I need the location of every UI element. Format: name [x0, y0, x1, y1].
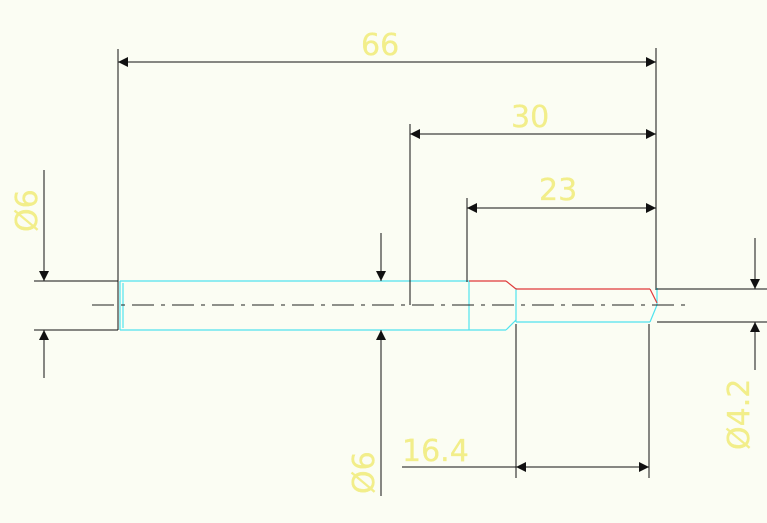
- dim-text-dia-mid: Ø6: [347, 451, 382, 494]
- highlight-edges: [469, 280, 658, 304]
- dim-text-16-4: 16.4: [402, 434, 469, 469]
- dimension-texts: 66 30 23 16.4 Ø6 Ø6 Ø4.2: [10, 28, 757, 494]
- dim-text-66: 66: [361, 28, 399, 63]
- neck-bottom-taper: [505, 319, 517, 331]
- extension-lines: [34, 48, 767, 478]
- dimension-lines: [39, 57, 760, 496]
- dim-text-dia-left: Ø6: [10, 189, 45, 232]
- dim-text-23: 23: [539, 173, 577, 208]
- neck-top-taper: [505, 280, 517, 290]
- small-top-chamfer: [649, 288, 658, 304]
- dim-text-30: 30: [511, 100, 549, 135]
- small-end-chamfer: [649, 304, 658, 323]
- dim-text-dia-right: Ø4.2: [722, 379, 757, 450]
